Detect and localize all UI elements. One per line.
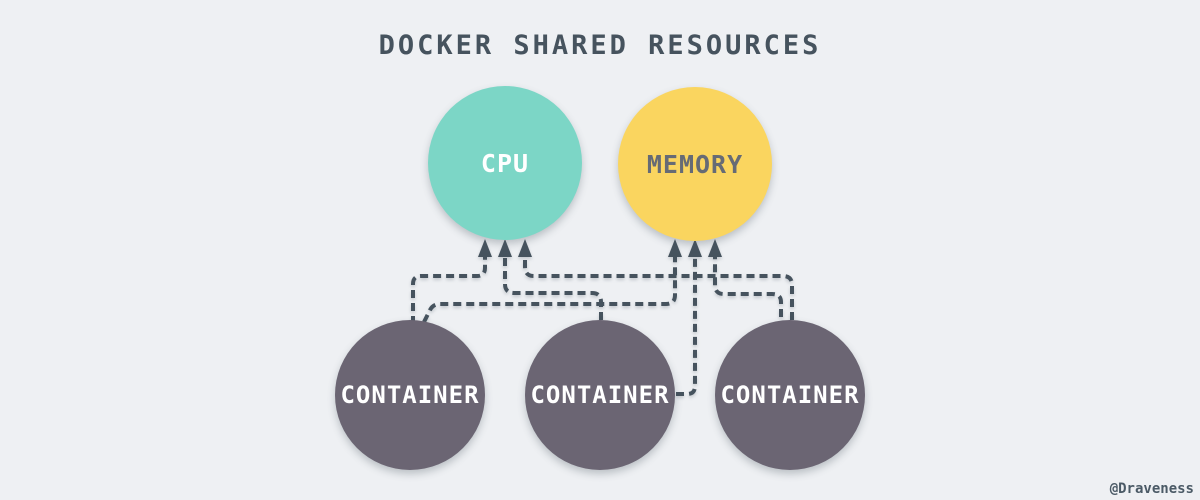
memory-label: MEMORY [646, 149, 744, 179]
cpu-node: CPU [428, 86, 582, 240]
arrowhead-memory-3 [708, 239, 722, 257]
edge-container2-cpu [503, 257, 603, 320]
container-2-label: CONTAINER [530, 381, 670, 409]
cpu-label: CPU [480, 148, 530, 178]
arrowhead-cpu-3 [518, 239, 532, 257]
arrowhead-cpu-2 [498, 239, 512, 257]
container-node-1: CONTAINER [335, 320, 485, 470]
arrowhead-memory-2 [688, 239, 702, 257]
arrowhead-cpu-1 [478, 239, 492, 257]
edge-container3-cpu [523, 257, 794, 320]
edge-container1-memory [422, 257, 677, 323]
container-3-label: CONTAINER [720, 381, 860, 409]
arrowhead-memory-1 [668, 239, 682, 257]
watermark: @Draveness [1109, 481, 1194, 497]
container-node-3: CONTAINER [715, 320, 865, 470]
container-1-label: CONTAINER [340, 381, 480, 409]
edge-container3-memory [713, 257, 783, 317]
edge-container2-memory [676, 257, 697, 396]
edge-container1-cpu [411, 257, 487, 324]
container-node-2: CONTAINER [525, 320, 675, 470]
memory-node: MEMORY [618, 87, 772, 241]
diagram-title: DOCKER SHARED RESOURCES [378, 30, 822, 61]
